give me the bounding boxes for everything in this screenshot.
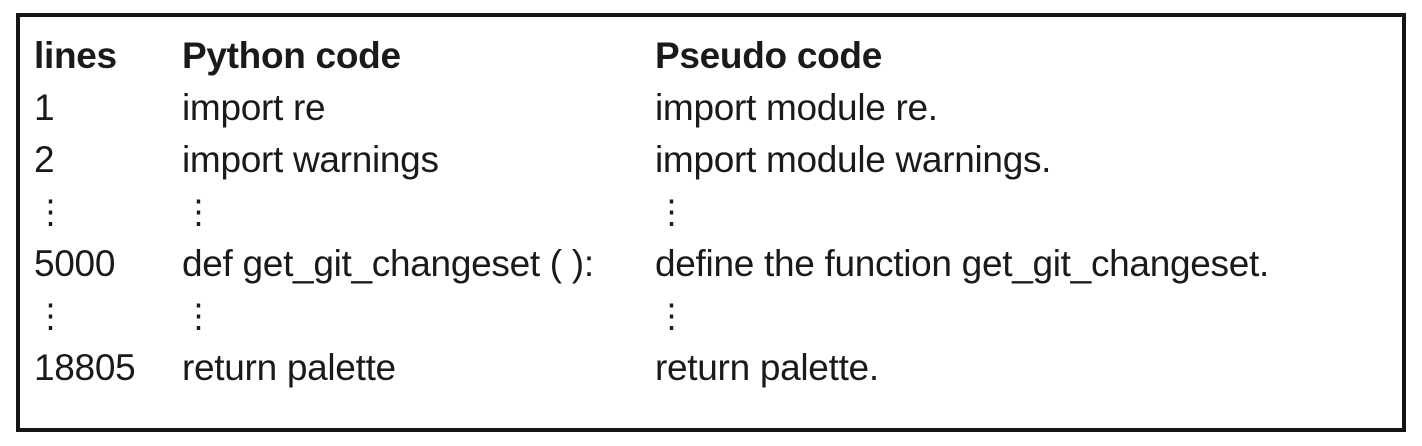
column-header-lines: lines <box>34 35 117 76</box>
vertical-ellipsis-icon: ⋮ <box>34 297 67 334</box>
row-ellipsis-1: ⋮ ⋮ ⋮ <box>34 186 1386 238</box>
vertical-ellipsis-icon: ⋮ <box>182 297 215 334</box>
line-number-cell: 18805 <box>34 347 136 388</box>
pseudo-code-cell: define the function get_git_changeset. <box>655 243 1269 284</box>
vertical-ellipsis-icon: ⋮ <box>655 193 688 230</box>
python-code-cell: return palette <box>182 347 396 388</box>
pseudo-code-cell: import module warnings. <box>655 139 1052 180</box>
row-def-get-git-changeset: 5000 def get_git_changeset ( ): define t… <box>34 238 1386 290</box>
pseudo-code-cell: return palette. <box>655 347 879 388</box>
row-return-palette: 18805 return palette return palette. <box>34 342 1386 394</box>
column-header-python: Python code <box>182 35 401 76</box>
row-import-re: 1 import re import module re. <box>34 82 1386 134</box>
vertical-ellipsis-icon: ⋮ <box>182 193 215 230</box>
line-number-cell: 1 <box>34 87 55 128</box>
python-code-cell: import re <box>182 87 326 128</box>
column-header-pseudo: Pseudo code <box>655 35 882 76</box>
vertical-ellipsis-icon: ⋮ <box>655 297 688 334</box>
header-row: lines Python code Pseudo code <box>34 30 1386 82</box>
python-code-cell: import warnings <box>182 139 439 180</box>
python-code-cell: def get_git_changeset ( ): <box>182 243 594 284</box>
row-import-warnings: 2 import warnings import module warnings… <box>34 134 1386 186</box>
line-number-cell: 5000 <box>34 243 116 284</box>
row-ellipsis-2: ⋮ ⋮ ⋮ <box>34 290 1386 342</box>
vertical-ellipsis-icon: ⋮ <box>34 193 67 230</box>
code-pseudocode-table-frame: lines Python code Pseudo code 1 import r… <box>16 13 1406 432</box>
line-number-cell: 2 <box>34 139 55 180</box>
pseudo-code-cell: import module re. <box>655 87 938 128</box>
